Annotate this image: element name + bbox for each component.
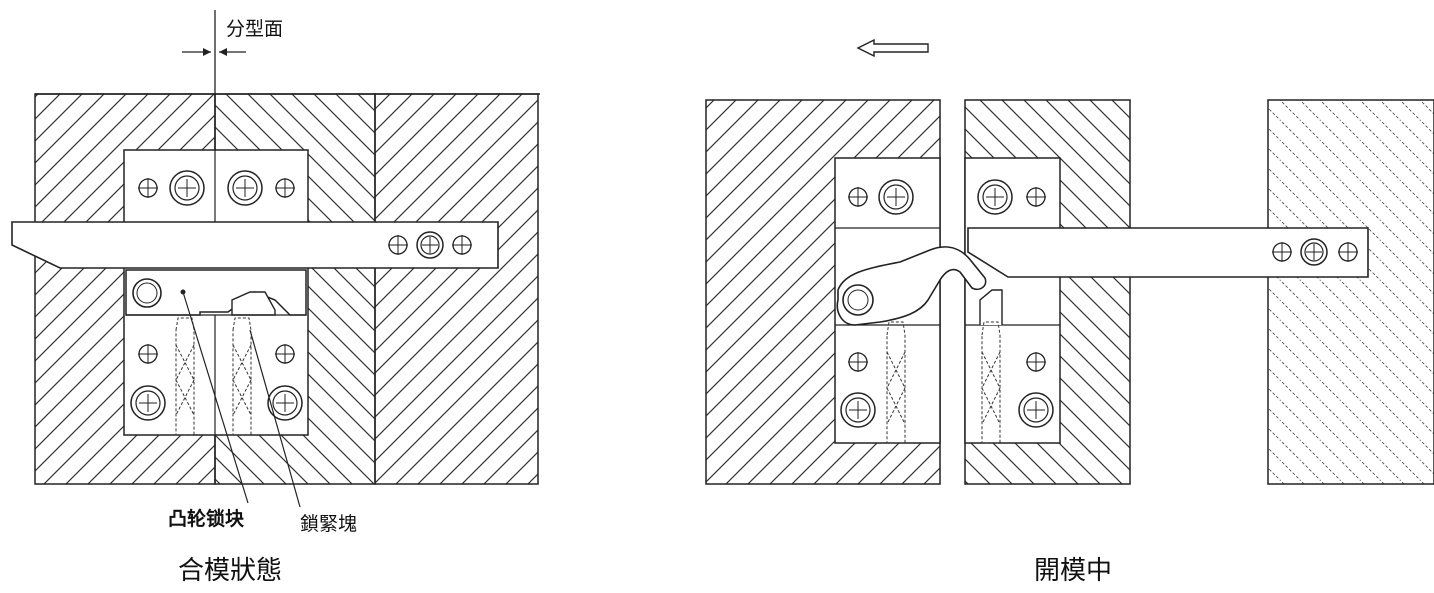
locking-block-right [979,289,1003,325]
parting-line-label: 分型面 [226,18,284,40]
lock-bar-right [967,227,1369,278]
screw-head-icon [130,344,303,421]
closed-state-caption: 合模狀態 [178,556,283,586]
back-plate-right [1267,99,1434,485]
dowel-pin-icon [175,317,252,436]
opening-state-view [705,38,1434,485]
lock-bar-left [11,221,499,269]
screw-head-icon [1272,238,1358,266]
screw-head-icon [848,179,1046,215]
screw-head-icon [840,352,1054,428]
screw-head-icon [138,170,295,206]
arrow-left-icon [856,38,929,58]
dowel-pin-icon [886,321,1001,444]
cam-lock-block-label: 凸轮锁块 [168,508,245,530]
screw-head-icon [388,231,472,259]
back-plate-left [374,93,539,485]
opening-state-caption: 開模中 [1034,556,1113,586]
closed-state-view [11,10,540,508]
locking-block-label: 鎖緊塊 [300,513,358,535]
